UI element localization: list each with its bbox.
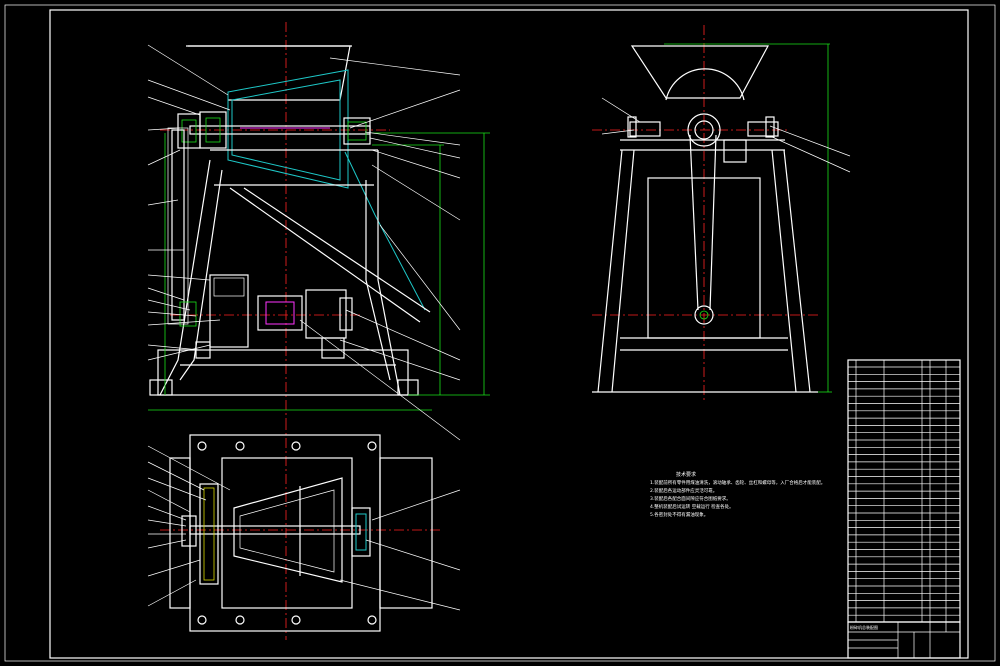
coupling-inner (265, 301, 295, 325)
front-frame-left-leg (159, 159, 211, 396)
tech-req-line: 5.各密封处不得有漏油现象。 (650, 511, 708, 518)
side-hopper (630, 45, 770, 99)
front-base-plate (157, 349, 409, 396)
tech-req-line: 2.装配后各运动部件应灵活可靠。 (650, 487, 717, 494)
bolt-hole (291, 615, 301, 625)
belt-guard (167, 127, 189, 325)
crushing-chamber-housing (227, 69, 349, 189)
bolt-hole (367, 441, 377, 451)
top-left-bearing (181, 515, 197, 547)
top-rotor-cone-inner (239, 489, 335, 573)
front-foot-left (149, 379, 173, 396)
side-view (592, 25, 851, 400)
drawing-title: 粉碎机总装配图 (850, 624, 878, 630)
parts-rows (848, 366, 960, 616)
top-left-pulley-rim (203, 487, 215, 581)
motor-endcap (339, 297, 353, 331)
crushing-cone-inner (231, 79, 341, 181)
side-bolt-right (765, 116, 775, 138)
tech-req-line: 3.装配后各配合面间隙应符合图纸要求。 (650, 495, 731, 502)
housing-guard (344, 151, 376, 216)
left-bearing-seat (177, 113, 201, 149)
side-gear-block (723, 139, 747, 163)
gearbox-foot (195, 341, 211, 359)
side-frame-right-leg-outer (783, 149, 811, 393)
coupling (257, 295, 303, 331)
side-leader-lines (601, 97, 851, 173)
side-frame-left-leg-outer (597, 149, 623, 393)
top-right-bearing (351, 507, 371, 557)
side-bolt-left (627, 116, 637, 138)
top-right-bearing-inner (355, 513, 367, 551)
top-motor-outline (379, 457, 433, 609)
gearbox-cap (213, 277, 245, 297)
top-left-pulley (199, 483, 219, 585)
side-belt-left (689, 134, 699, 311)
right-bearing-inner (347, 121, 367, 141)
front-leader-lines-left (147, 44, 231, 361)
parts-list-table: 粉碎机总装配图 (847, 359, 961, 659)
motor-pulley (179, 301, 197, 327)
motor-foot (321, 337, 345, 359)
bolt-hole (197, 441, 207, 451)
tech-req-title: 技术要求 (676, 471, 696, 478)
front-frame-right-leg-inner (365, 180, 391, 381)
bolt-hole (235, 441, 245, 451)
side-main-bearing-inner (694, 120, 714, 140)
side-bearing-block-left (629, 121, 661, 137)
tech-req-line: 4.整机装配后试运转 空载运行 检查各处。 (650, 503, 734, 510)
top-leader-lines (147, 445, 461, 611)
sheet-outer-border (4, 4, 996, 662)
side-rotor-housing-arc (665, 68, 745, 101)
bolt-hole (197, 615, 207, 625)
gearbox-body (209, 274, 249, 348)
front-hopper (188, 45, 351, 101)
front-frame-left-leg-inner (179, 169, 223, 381)
front-frame-right-leg (377, 150, 401, 396)
v-belt (171, 129, 185, 321)
side-motor-pulley-inner (699, 310, 709, 320)
side-motor-pulley (694, 305, 714, 325)
side-belt-right (709, 134, 717, 311)
side-frame-right-leg-inner (771, 149, 797, 393)
top-rotor-cone (233, 477, 343, 583)
tech-req-line: 1.装配前所有零件用煤油清洗，滚动轴承、齿轮、丝杠和螺母等，入厂合格后才能装配。 (650, 479, 825, 486)
front-frame-diagonal-2 (243, 187, 431, 313)
front-view (147, 22, 490, 441)
sheet-inner-border (49, 9, 969, 659)
left-gear-ring (205, 117, 221, 143)
front-frame-diagonal (229, 187, 421, 323)
top-view (147, 420, 461, 640)
front-leader-lines-right (299, 57, 461, 441)
bolt-hole (235, 615, 245, 625)
right-bearing-seat (343, 117, 371, 145)
top-left-flange (169, 457, 191, 609)
housing-guard-2 (374, 214, 426, 311)
technical-requirements: 技术要求 1.装配前所有零件用煤油清洗，滚动轴承、齿轮、丝杠和螺母等，入厂合格后… (650, 471, 825, 518)
bolt-hole (367, 615, 377, 625)
bolt-hole (291, 441, 301, 451)
top-main-shaft (189, 525, 361, 535)
left-pulley-hub (199, 111, 227, 149)
top-bolt-holes (197, 441, 377, 625)
left-bearing-inner (181, 119, 197, 143)
side-frame-left-leg-inner (611, 149, 635, 393)
side-main-bearing (687, 113, 721, 147)
